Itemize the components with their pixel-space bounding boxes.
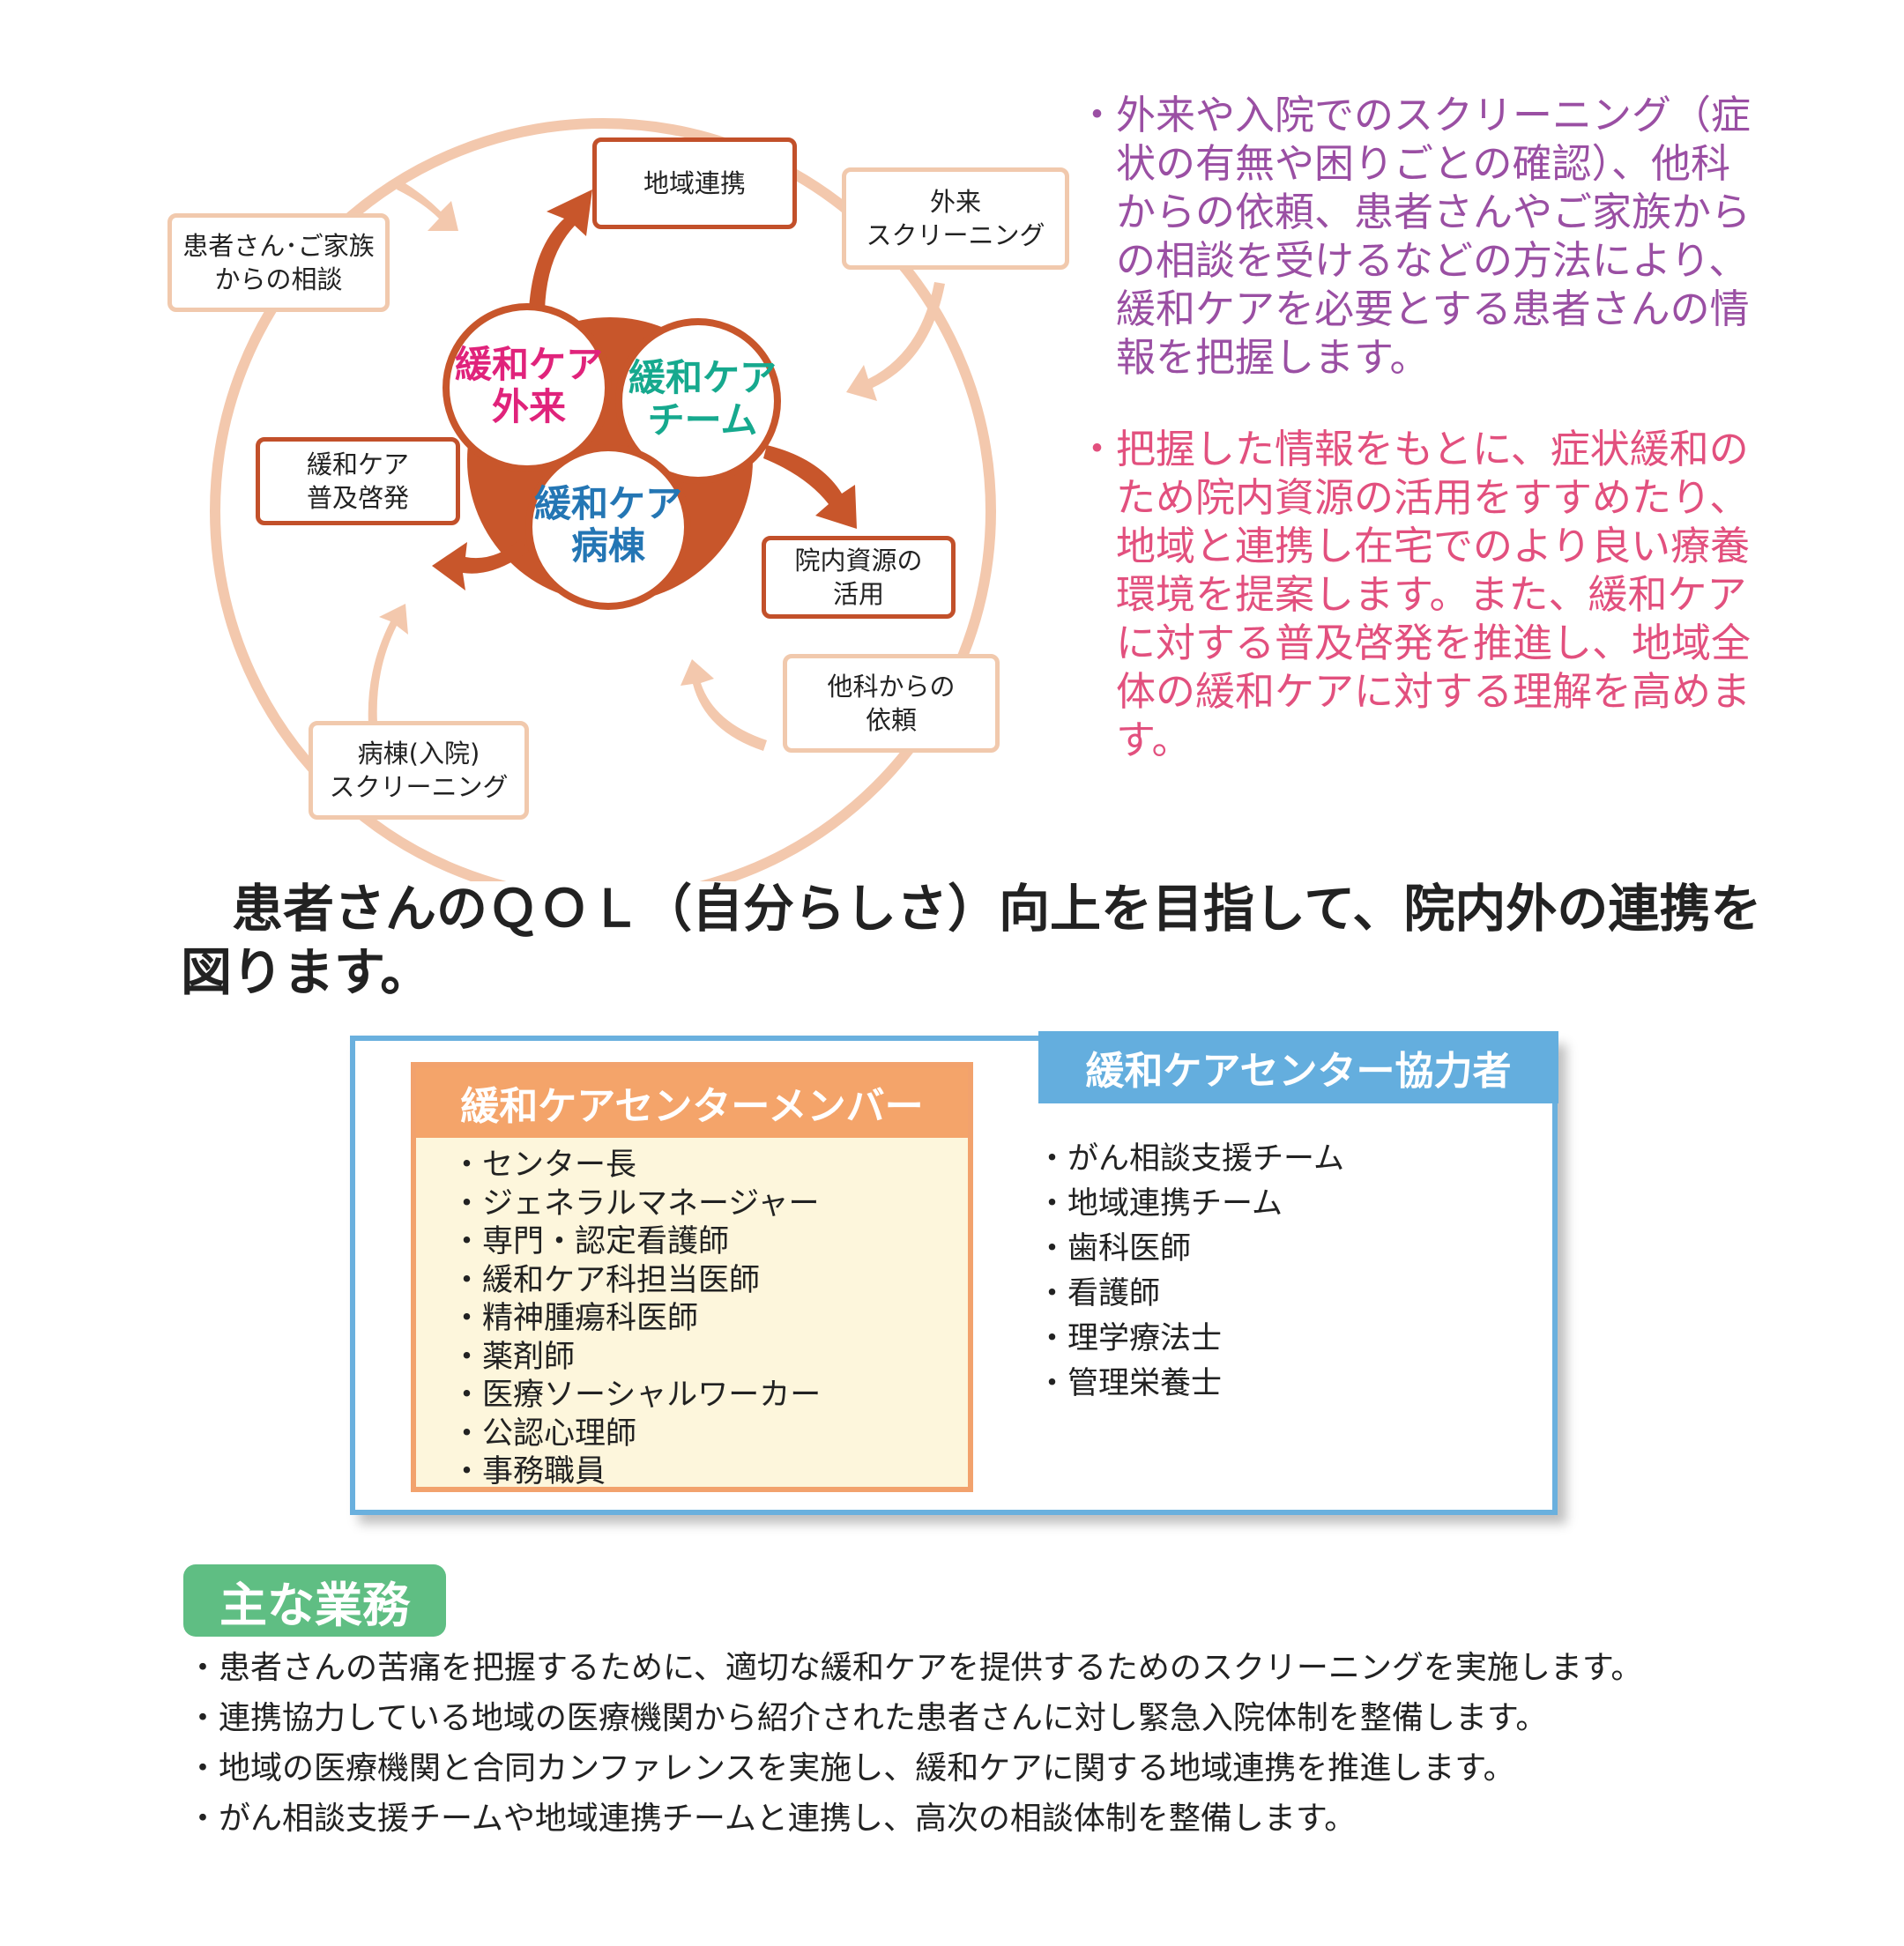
members-box: 緩和ケアセンターメンバー ・センター長 ・ジェネラルマネージャー ・専門・認定看…	[411, 1062, 973, 1492]
members-item: ・専門・認定看護師	[451, 1224, 730, 1259]
light-arrows	[368, 181, 945, 751]
cooperators-list: ・がん相談支援チーム ・地域連携チーム ・歯科医師 ・看護師 ・理学療法士 ・管…	[1037, 1137, 1344, 1407]
arrow-hub-to-regional	[529, 189, 592, 310]
members-item: ・事務職員	[451, 1454, 606, 1489]
node-regional: 地域連携	[592, 137, 797, 229]
hub-outpatient-label: 緩和ケア 外来	[454, 343, 603, 428]
tasks-list: ・患者さんの苦痛を把握するために、適切な緩和ケアを提供するためのスクリーニングを…	[187, 1643, 1642, 1844]
description-screening-text: 外来や入院でのスクリーニング（症状の有無や困りごとの確認）、他科からの依頼、患者…	[1116, 92, 1752, 381]
node-ward-screening: 病棟(入院) スクリーニング	[309, 721, 529, 820]
tasks-title: 主な業務	[183, 1564, 446, 1637]
arrow-family-to-regional	[397, 181, 458, 231]
care-cycle-diagram	[210, 118, 996, 881]
members-item: ・ジェネラルマネージャー	[451, 1185, 820, 1222]
node-other-dept-label: 他科からの 依頼	[827, 672, 956, 735]
node-outreach-label: 緩和ケア 普及啓発	[306, 449, 409, 513]
arrow-screening-to-team	[846, 282, 945, 401]
arrow-otherdept-to-resources	[681, 659, 767, 751]
cooperators-item: ・地域連携チーム	[1037, 1186, 1283, 1222]
tasks-item: ・地域の医療機関と合同カンファレンスを実施し、緩和ケアに関する地域連携を推進しま…	[187, 1750, 1515, 1786]
dark-arrows	[432, 189, 857, 590]
node-ward-screening-label: 病棟(入院) スクリーニング	[329, 739, 509, 802]
cooperators-item: ・がん相談支援チーム	[1037, 1141, 1344, 1177]
cooperators-item: ・理学療法士	[1037, 1321, 1223, 1356]
members-title: 緩和ケアセンターメンバー	[416, 1067, 968, 1138]
hub-core	[443, 303, 781, 610]
description-support-text: 把握した情報をもとに、症状緩和のため院内資源の活用をすすめたり、地域と連携し在宅…	[1116, 426, 1752, 763]
members-item: ・公認心理師	[451, 1415, 637, 1452]
hub-team-label: 緩和ケア チーム	[628, 356, 777, 442]
cooperators-item: ・管理栄養士	[1037, 1366, 1223, 1401]
node-other-dept: 他科からの 依頼	[783, 654, 1000, 753]
cooperators-item: ・歯科医師	[1037, 1231, 1192, 1266]
description-support: ・ 把握した情報をもとに、症状緩和のため院内資源の活用をすすめたり、地域と連携し…	[1077, 425, 1752, 764]
node-outreach: 緩和ケア 普及啓発	[256, 437, 460, 525]
lead-statement: 患者さんのＱＯＬ（自分らしさ）向上を目指して、院内外の連携を図ります。	[181, 879, 1762, 1002]
cooperators-item: ・看護師	[1037, 1276, 1161, 1311]
arrow-hub-to-resources	[763, 445, 857, 529]
node-family-consult: 患者さん･ご家族 からの相談	[167, 213, 390, 312]
members-list: ・センター長 ・ジェネラルマネージャー ・専門・認定看護師 ・緩和ケア科担当医師…	[451, 1147, 821, 1492]
members-item: ・緩和ケア科担当医師	[451, 1262, 761, 1298]
node-family-consult-label: 患者さん･ご家族 からの相談	[182, 231, 375, 294]
node-outpatient-screening: 外来 スクリーニング	[842, 167, 1069, 270]
description-screening-bullet: ・	[1077, 92, 1118, 138]
description-screening: ・ 外来や入院でのスクリーニング（症状の有無や困りごとの確認）、他科からの依頼、…	[1077, 91, 1752, 382]
members-item: ・医療ソーシャルワーカー	[451, 1378, 822, 1413]
outer-ring	[210, 118, 996, 881]
arrow-ward-to-outreach	[368, 604, 408, 724]
members-item: ・センター長	[451, 1148, 637, 1183]
arrow-hub-to-outreach	[432, 539, 529, 590]
node-outpatient-screening-label: 外来 スクリーニング	[866, 187, 1045, 250]
tasks-item: ・連携協力している地域の医療機関から紹介された患者さんに対し緊急入院体制を整備し…	[187, 1700, 1548, 1736]
node-regional-label: 地域連携	[643, 168, 746, 198]
members-item: ・精神腫瘍科医師	[451, 1301, 699, 1336]
tasks-item: ・患者さんの苦痛を把握するために、適切な緩和ケアを提供するためのスクリーニングを…	[187, 1650, 1643, 1686]
members-item: ・薬剤師	[451, 1339, 576, 1375]
cooperators-title: 緩和ケアセンター協力者	[1038, 1031, 1558, 1103]
node-resources-label: 院内資源の 活用	[794, 546, 923, 609]
description-support-bullet: ・	[1077, 426, 1118, 472]
hub-ward-label: 緩和ケア 病棟	[533, 482, 682, 568]
tasks-item: ・がん相談支援チームや地域連携チームと連携し、高次の相談体制を整備します。	[187, 1801, 1357, 1837]
node-resources: 院内資源の 活用	[762, 536, 956, 619]
